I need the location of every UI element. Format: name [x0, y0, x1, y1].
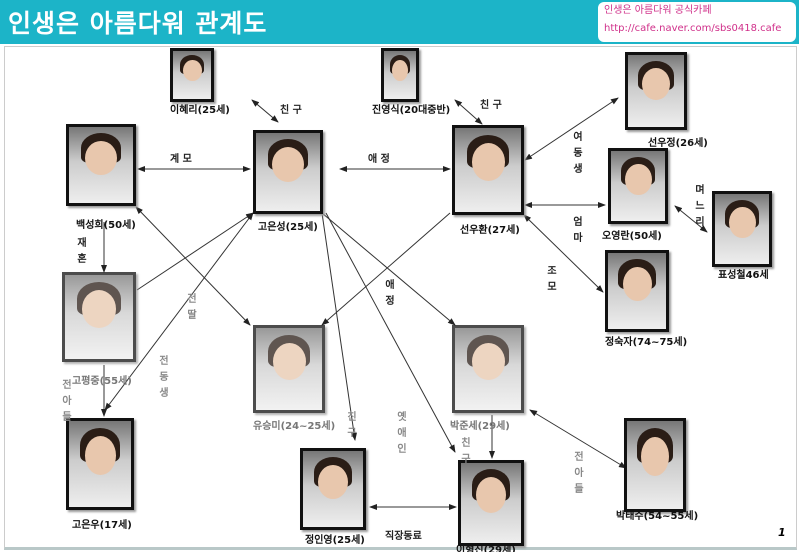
photo-parkjunse — [452, 325, 524, 413]
photo-baeksunghee — [66, 124, 136, 206]
page-number: 1 — [778, 526, 786, 539]
photo-junginyoung — [300, 448, 366, 530]
relation-label: 계 모 — [170, 154, 192, 165]
person-name: 박준세(29세) — [450, 421, 510, 432]
relation-arrow — [454, 99, 483, 125]
person-name: 정숙자(74~75세) — [605, 337, 688, 348]
person-name: 이형진(29세) — [456, 545, 516, 552]
photo-leehyungjin — [458, 460, 524, 546]
relation-arrow — [523, 214, 604, 293]
relation-arrow — [251, 99, 279, 123]
person-name: 선우환(27세) — [460, 225, 520, 236]
cafe-name: 인생은 아름다워 공식카페 — [604, 5, 712, 16]
relation-label: 옛애인 — [397, 412, 407, 455]
person-name: 고은우(17세) — [72, 520, 132, 531]
person-name: 고은성(25세) — [258, 222, 318, 233]
relation-arrow — [325, 212, 456, 453]
relation-label: 여동생 — [573, 132, 583, 175]
photo-jinyoungsik — [381, 48, 419, 102]
relation-label: 엄마 — [573, 217, 583, 244]
photo-gopyungjung — [62, 272, 136, 362]
person-name: 정인영(25세) — [305, 535, 365, 546]
person-name: 이혜리(25세) — [170, 105, 230, 116]
relation-arrow — [321, 212, 456, 326]
person-name: 오영란(50세) — [602, 231, 662, 242]
cafe-url[interactable]: http://cafe.naver.com/sbs0418.cafe — [604, 23, 782, 34]
person-name: 선우정(26세) — [648, 138, 708, 149]
relation-label: 애 정 — [368, 154, 390, 165]
relation-arrow — [529, 409, 627, 469]
photo-yooseungmi — [253, 325, 325, 413]
relation-label: 전아들 — [574, 452, 584, 495]
photo-jungsookja — [605, 250, 669, 332]
person-name: 진영식(20대중반) — [372, 105, 451, 116]
photo-pyosungchul — [712, 191, 772, 267]
diagram-frame — [4, 46, 797, 550]
relation-label: 친 구 — [480, 100, 502, 111]
relation-label: 전동생 — [159, 356, 169, 399]
relation-label: 재혼 — [77, 238, 87, 265]
page-title: 인생은 아름다워 관계도 — [8, 9, 268, 38]
relation-arrow — [104, 212, 254, 411]
relation-arrow — [524, 97, 619, 161]
relation-label: 조모 — [547, 266, 557, 293]
photo-goeunsung — [253, 130, 323, 214]
photo-leehyeri — [170, 48, 214, 102]
relation-label: 애정 — [385, 280, 395, 307]
relation-arrow — [321, 212, 357, 441]
photo-ohyoungran — [608, 148, 668, 224]
relation-arrow — [136, 212, 254, 291]
person-name: 유승미(24~25세) — [253, 421, 336, 432]
relation-label: 전아들 — [62, 380, 72, 423]
photo-goeunwoo — [66, 418, 134, 510]
relation-arrow — [321, 212, 451, 326]
person-name: 표성철46세 — [718, 270, 769, 281]
relation-label: 친 구 — [280, 105, 302, 116]
relation-label: 전딸 — [187, 294, 197, 321]
person-name: 박태수(54~55세) — [616, 511, 699, 522]
relation-label: 친구 — [347, 412, 357, 439]
relation-label: 직장동료 — [385, 531, 422, 542]
photo-sunwoojung — [625, 52, 687, 130]
person-name: 고평중(55세) — [72, 376, 132, 387]
photo-sunwoohwan — [452, 125, 524, 215]
person-name: 백성희(50세) — [76, 220, 136, 231]
cafe-info: 인생은 아름다워 공식카페 http://cafe.naver.com/sbs0… — [598, 2, 796, 42]
relation-label: 친구 — [461, 438, 471, 465]
relation-label: 며느리 — [695, 185, 705, 228]
photo-parktaesu — [624, 418, 686, 512]
relation-arrow — [674, 205, 708, 233]
title-bar: 인생은 아름다워 관계도 인생은 아름다워 공식카페 http://cafe.n… — [0, 0, 799, 44]
